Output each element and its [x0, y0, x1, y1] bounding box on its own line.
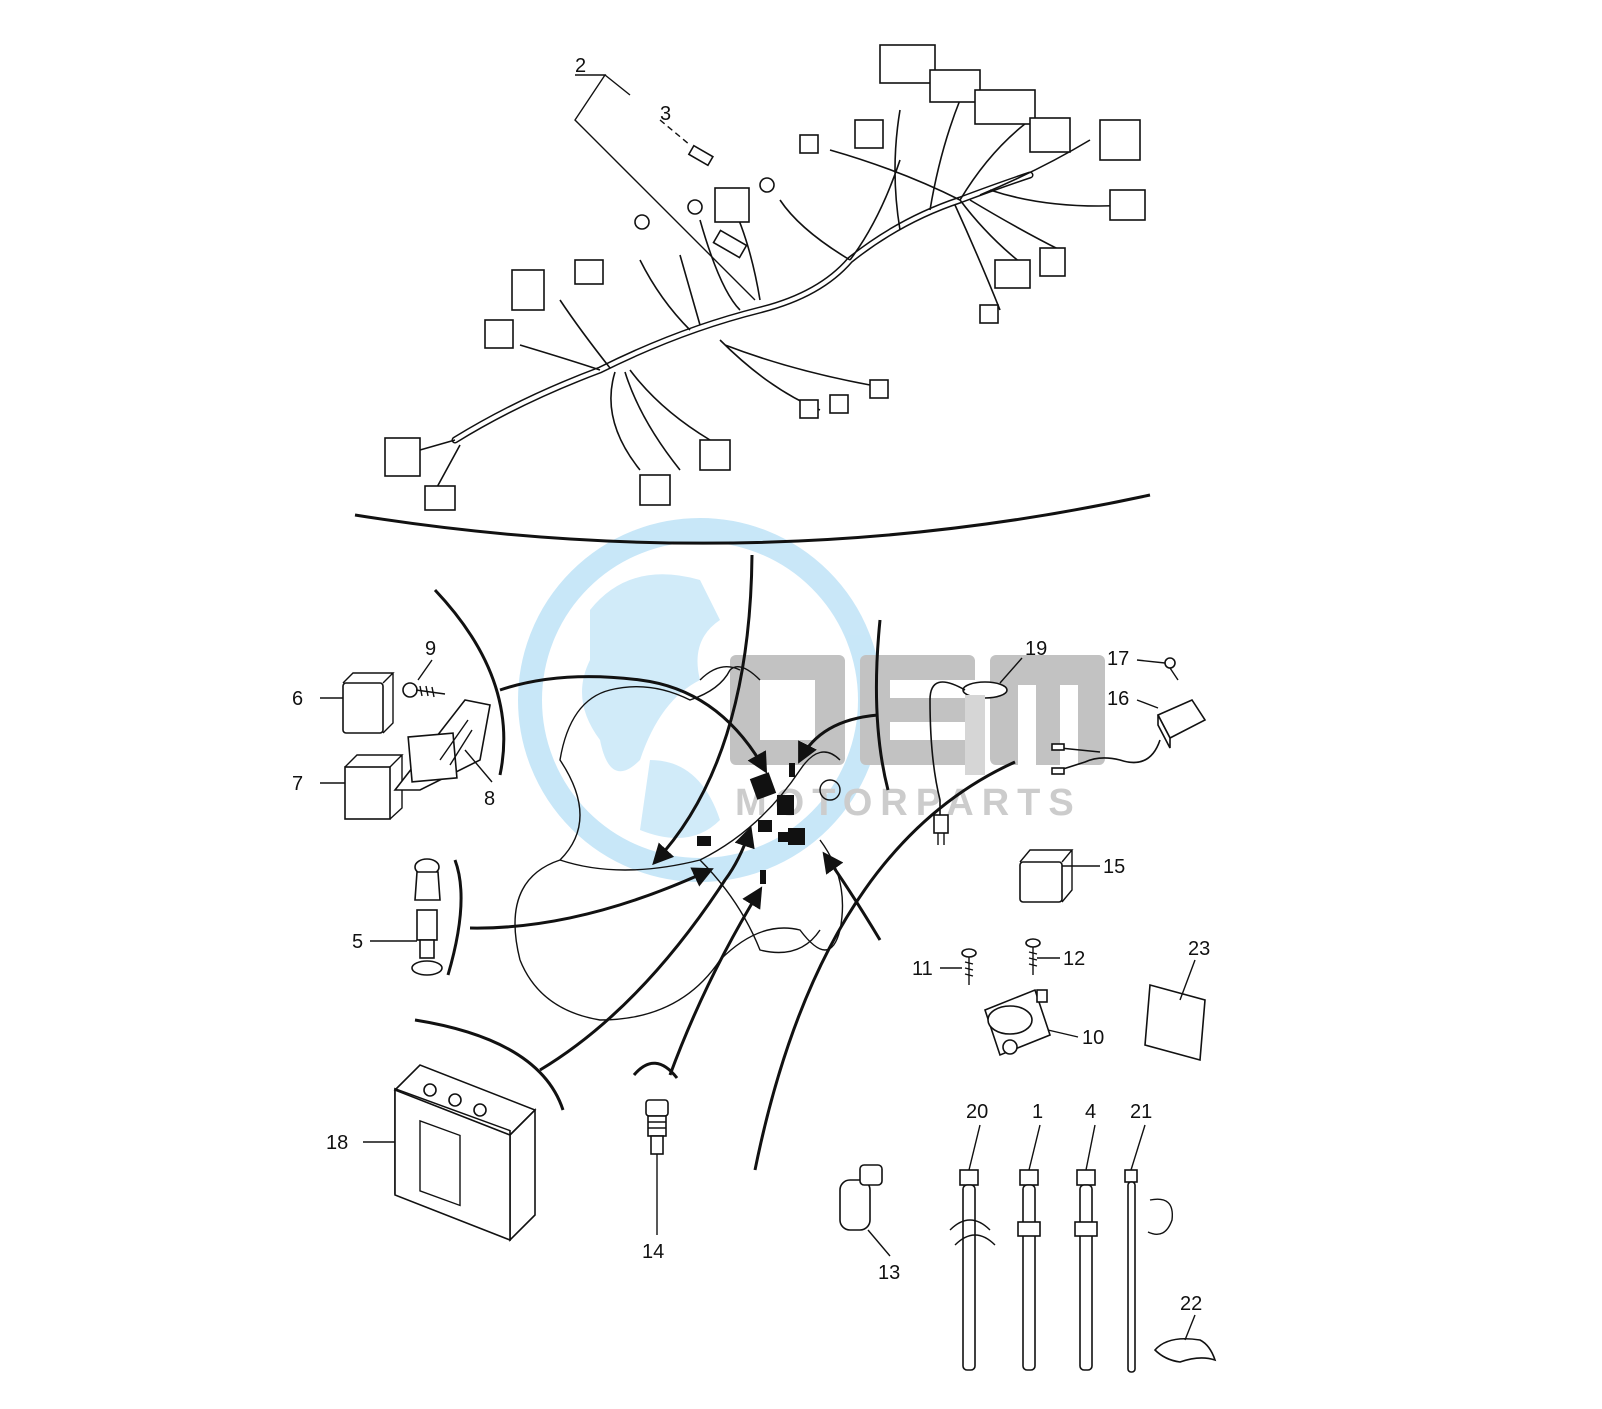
center-part: [777, 795, 794, 815]
part-18: [393, 1064, 537, 1242]
connector: [1029, 117, 1071, 153]
center-part: [789, 763, 795, 777]
connector: [994, 259, 1031, 289]
connector: [384, 437, 421, 477]
callout-4: 4: [1085, 1101, 1096, 1123]
center-part: [749, 772, 777, 800]
leader-lines: [320, 657, 1196, 1341]
ring-terminal: [759, 177, 775, 193]
part-5: [411, 858, 443, 976]
callout-8: 8: [484, 788, 495, 810]
ring-terminal: [634, 214, 650, 230]
part-4: [1074, 1169, 1098, 1371]
callout-22: 22: [1180, 1293, 1202, 1315]
connector: [714, 187, 750, 223]
callout-5: 5: [352, 931, 363, 953]
part-13: [839, 1023, 987, 1231]
callout-20: 20: [966, 1101, 988, 1123]
part-9: [402, 682, 446, 698]
part-23: [1144, 983, 1206, 1062]
connector: [1099, 119, 1141, 161]
connector: [974, 89, 1036, 125]
callout-15: 15: [1103, 856, 1125, 878]
watermark-letters: [730, 655, 1105, 765]
divider-arcs: [354, 493, 1151, 1171]
part-17: [1164, 657, 1179, 681]
part-19: [929, 681, 1008, 845]
ring-terminal: [687, 199, 703, 215]
watermark: MOTORPARTS: [518, 518, 1105, 882]
part-16: [1051, 698, 1207, 775]
callout-2: 2: [575, 55, 586, 77]
callout-14: 14: [642, 1241, 664, 1263]
center-part: [697, 836, 711, 846]
connector: [1109, 189, 1146, 221]
connector: [829, 394, 849, 414]
callout-10: 10: [1082, 1027, 1104, 1049]
callout-18: 18: [326, 1132, 348, 1154]
pointer-arrows: [469, 554, 882, 1076]
part-7: [344, 754, 404, 820]
center-part: [758, 820, 772, 832]
callout-9: 9: [425, 638, 436, 660]
center-part: [788, 828, 805, 845]
callout-7: 7: [292, 773, 303, 795]
watermark-overlay: [965, 695, 985, 775]
part-11: [961, 948, 977, 985]
connector: [639, 474, 671, 506]
callout-19: 19: [1025, 638, 1047, 660]
callout-16: 16: [1107, 688, 1129, 710]
connector: [869, 379, 889, 399]
center-part: [760, 870, 766, 884]
callout-21: 21: [1130, 1101, 1152, 1123]
part-10: [984, 988, 1051, 1057]
part-20: [949, 1169, 996, 1371]
part-12: [1025, 938, 1041, 975]
connector: [574, 259, 604, 285]
part-15: [1019, 849, 1074, 903]
part-1: [1017, 1169, 1041, 1371]
callout-3: 3: [660, 103, 671, 125]
connector: [1039, 247, 1066, 277]
callout-13: 13: [878, 1262, 900, 1284]
callout-6: 6: [292, 688, 303, 710]
connector: [854, 119, 884, 149]
connector: [979, 304, 999, 324]
watermark-continents-icon: [582, 574, 720, 772]
connector: [484, 319, 514, 349]
callout-1: 1: [1032, 1101, 1043, 1123]
part-22: [1153, 1337, 1217, 1363]
center-part: [778, 832, 788, 842]
part-8: [393, 699, 491, 791]
part-14: [645, 1099, 669, 1155]
connector: [699, 439, 731, 471]
fuse: [687, 144, 714, 167]
callout-17: 17: [1107, 648, 1129, 670]
callout-labels: 2 3 9 6 7 8 5 18 14 19 17 16 15 11 12 10…: [292, 55, 1210, 1315]
connector: [799, 134, 819, 154]
fuse-holder: [712, 229, 748, 259]
connector: [511, 269, 545, 311]
connector: [929, 69, 981, 103]
part-6: [342, 672, 395, 734]
wire-harness: [384, 44, 1146, 511]
connector: [799, 399, 819, 419]
callout-23: 23: [1188, 938, 1210, 960]
part-21: [1124, 1169, 1174, 1373]
callout-11: 11: [912, 958, 933, 980]
connector: [424, 485, 456, 511]
connector: [879, 44, 936, 84]
callout-12: 12: [1063, 948, 1085, 970]
leader-2-3: [574, 74, 756, 301]
